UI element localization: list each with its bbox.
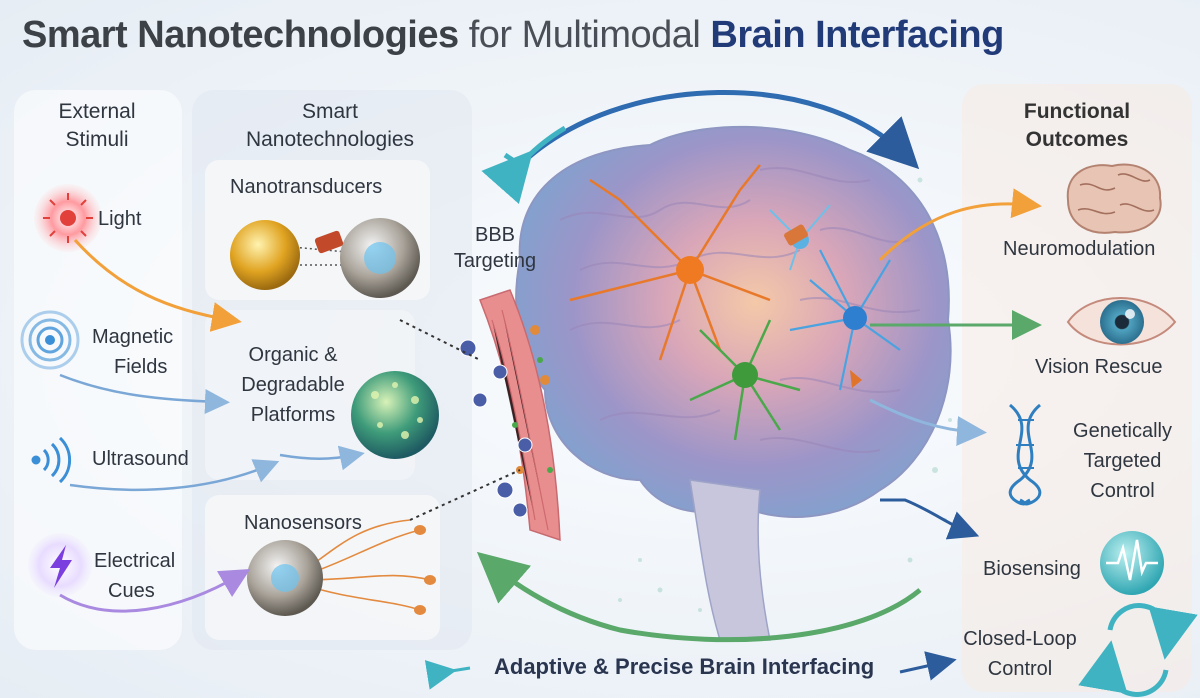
label-line: Degradable bbox=[241, 374, 345, 396]
magnetic-waves-icon bbox=[22, 312, 78, 368]
label-line: Platforms bbox=[250, 404, 336, 426]
label-line: Control bbox=[1090, 480, 1155, 502]
footer-right-arrow bbox=[899, 651, 957, 681]
footer-left-arrow bbox=[424, 660, 471, 690]
eye-icon bbox=[1066, 292, 1176, 352]
label-line: Fields bbox=[114, 356, 168, 378]
bbb-targeting-label: BBB Targeting bbox=[440, 222, 550, 274]
nanosensor-illustration bbox=[247, 519, 436, 616]
biosensing-waveform-graphic bbox=[1100, 531, 1164, 595]
label-line: Targeted bbox=[1083, 450, 1162, 472]
header-line: Functional bbox=[1023, 100, 1131, 123]
header-line: Outcomes bbox=[1025, 128, 1129, 151]
platform-arrow bbox=[279, 445, 365, 471]
page-title: Smart Nanotechnologies for Multimodal Br… bbox=[22, 14, 1004, 57]
biosensing-arrow bbox=[880, 498, 980, 540]
brain-illustration bbox=[515, 125, 952, 641]
electrical-icon-graphic bbox=[28, 533, 92, 597]
nanoparticle-chip bbox=[784, 224, 808, 246]
label-line: Genetically bbox=[1073, 420, 1172, 442]
ultrasound-arrow bbox=[69, 459, 280, 492]
electrical-arrow bbox=[59, 568, 251, 613]
bbb-vessel bbox=[399, 289, 561, 542]
title-part2: for Multimodal bbox=[468, 14, 701, 56]
label-line: Control bbox=[987, 658, 1053, 680]
nanosensors-card bbox=[205, 495, 440, 640]
dna-graphic bbox=[1008, 403, 1042, 506]
header-line: External bbox=[58, 100, 136, 123]
organic-platform-illustration bbox=[351, 371, 439, 459]
stimulus-ultrasound-label: Ultrasound bbox=[92, 448, 189, 470]
title-part3: Brain Interfacing bbox=[710, 14, 1004, 56]
title-part1: Smart Nanotechnologies bbox=[22, 14, 459, 56]
closed-loop-label: Closed-Loop Control bbox=[955, 624, 1085, 684]
light-arrow bbox=[73, 238, 242, 332]
dna-icon bbox=[1000, 400, 1050, 504]
header-line: Smart bbox=[301, 100, 358, 123]
top-loop-arrow bbox=[518, 90, 920, 170]
smart-nanotech-header: Smart Nanotechnologies bbox=[200, 98, 460, 154]
lightning-bolt-icon bbox=[28, 533, 92, 597]
magnetic-icon-graphic bbox=[20, 310, 80, 370]
genetic-arrow bbox=[869, 398, 987, 446]
waveform-icon bbox=[1100, 531, 1164, 595]
vision-rescue-label: Vision Rescue bbox=[1035, 356, 1163, 378]
top-loop-arrow-tail bbox=[503, 152, 522, 168]
organic-platforms-label: Organic & Degradable Platforms bbox=[228, 340, 358, 430]
nanosensors-label: Nanosensors bbox=[244, 512, 362, 534]
label-line: BBB bbox=[474, 224, 516, 246]
label-line: Magnetic bbox=[92, 326, 174, 348]
stimulus-electrical-label: Electrical Cues bbox=[94, 546, 175, 606]
header-line: Nanotechnologies bbox=[245, 128, 415, 151]
neuromodulation-arrow bbox=[878, 188, 1042, 262]
label-line: Electrical bbox=[94, 550, 176, 572]
stimulus-magnetic-label: Magnetic Fields bbox=[92, 322, 173, 382]
light-burst-icon bbox=[34, 184, 102, 252]
genetically-targeted-label: Genetically Targeted Control bbox=[1055, 416, 1190, 506]
bottom-loop-arrow bbox=[476, 551, 922, 643]
functional-outcomes-header: Functional Outcomes bbox=[972, 98, 1182, 154]
neuromodulation-brain-graphic bbox=[1066, 163, 1162, 234]
nanoparticle-triangle bbox=[850, 370, 862, 388]
biosensing-label: Biosensing bbox=[983, 558, 1081, 580]
label-line: Organic & bbox=[248, 344, 338, 366]
cycle-arrows-icon bbox=[1100, 614, 1172, 686]
label-line: Cues bbox=[108, 580, 155, 602]
orange-neuron bbox=[569, 164, 771, 361]
label-line: Closed-Loop bbox=[963, 628, 1077, 650]
ultrasound-icon-graphic bbox=[31, 436, 72, 484]
nanotransducer-illustration bbox=[230, 218, 420, 298]
orange-neuron-body bbox=[676, 256, 704, 284]
ultrasound-waves-icon bbox=[30, 440, 70, 484]
green-neuron-body bbox=[732, 362, 758, 388]
footer-label: Adaptive & Precise Brain Interfacing bbox=[494, 654, 875, 679]
stimulus-light-label: Light bbox=[98, 208, 142, 230]
neuromodulation-label: Neuromodulation bbox=[1003, 238, 1156, 260]
vision-eye-graphic bbox=[1066, 297, 1177, 346]
nanotransducers-label: Nanotransducers bbox=[230, 176, 383, 198]
top-loop-arrow-start bbox=[481, 125, 567, 205]
light-icon-graphic bbox=[34, 184, 102, 252]
brain-icon bbox=[1066, 162, 1162, 234]
blue-neuron-body bbox=[843, 306, 867, 330]
header-line: Stimuli bbox=[65, 128, 129, 151]
external-stimuli-header: External Stimuli bbox=[22, 98, 172, 154]
closed-loop-cycle-graphic bbox=[1078, 603, 1198, 697]
magnetic-arrow bbox=[59, 373, 230, 414]
label-line: Targeting bbox=[453, 250, 537, 272]
